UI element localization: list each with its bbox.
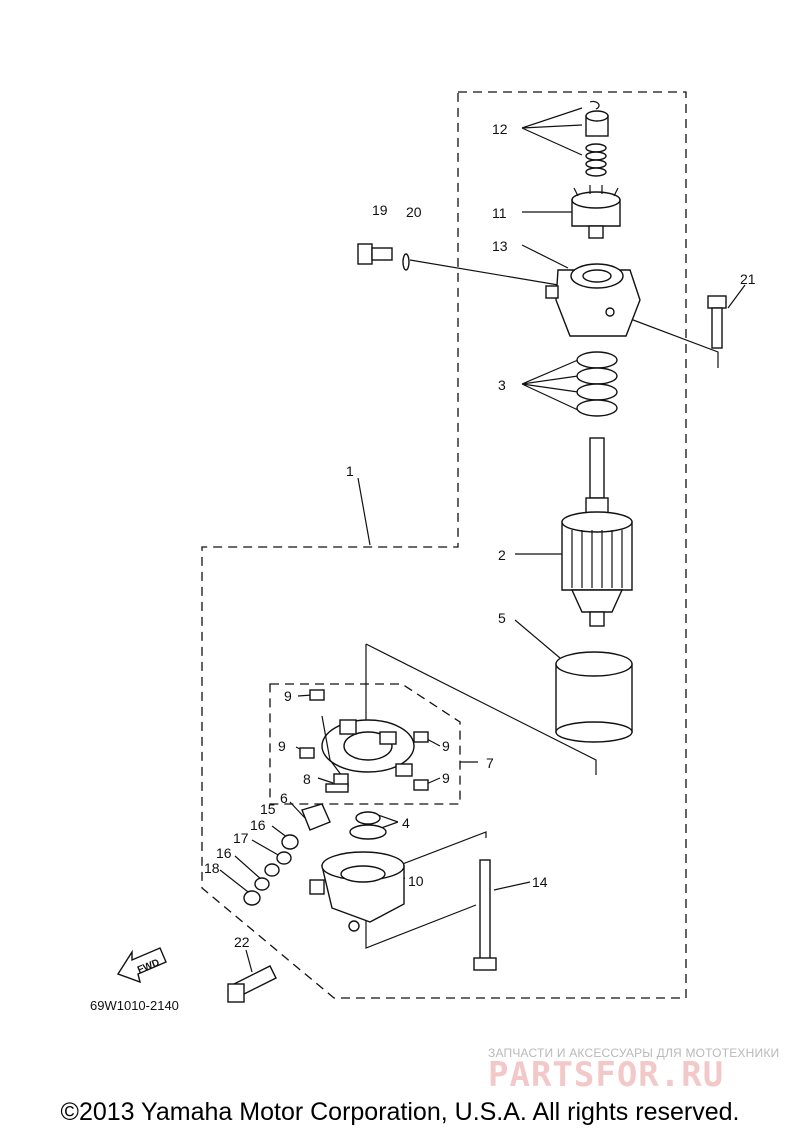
pinion-gear-11	[571, 185, 621, 239]
label-6: 6	[280, 790, 288, 806]
brush-springs-9	[299, 689, 429, 791]
label-2: 2	[498, 547, 506, 563]
label-14: 14	[532, 874, 548, 890]
washer-17	[264, 863, 280, 877]
label-13: 13	[492, 238, 508, 254]
label-9d: 9	[442, 770, 450, 786]
assembly-outline	[201, 91, 687, 999]
label-19: 19	[372, 202, 388, 218]
label-11: 11	[492, 205, 507, 221]
label-16b: 16	[216, 845, 232, 861]
label-3: 3	[498, 377, 506, 393]
copyright-notice: ©2013 Yamaha Motor Corporation, U.S.A. A…	[60, 1098, 740, 1126]
label-9b: 9	[278, 738, 286, 754]
label-18: 18	[204, 860, 220, 876]
armature-2	[561, 437, 633, 627]
washers-4	[349, 811, 387, 840]
label-20: 20	[406, 204, 422, 220]
label-12: 12	[492, 121, 508, 137]
bracket-13	[545, 263, 641, 337]
bolt-19	[357, 243, 393, 265]
nut-18	[243, 890, 261, 906]
terminal-8	[325, 773, 349, 793]
bolt-22	[227, 965, 277, 1003]
label-4: 4	[402, 815, 410, 831]
label-9c: 9	[442, 738, 450, 754]
watermark-brand: PARTSFOR.RU	[488, 1055, 724, 1095]
yoke-5	[555, 651, 633, 743]
washers-3	[576, 351, 618, 417]
spring-12	[585, 143, 607, 177]
bolt-21	[707, 295, 727, 349]
label-15: 15	[260, 801, 276, 817]
through-bolt-14	[473, 859, 497, 971]
label-1: 1	[346, 463, 354, 479]
nut-6	[301, 803, 331, 831]
leader-lines	[219, 107, 746, 973]
label-7: 7	[486, 755, 494, 771]
label-21: 21	[740, 271, 756, 287]
stopper-12	[585, 110, 609, 137]
label-9a: 9	[284, 688, 292, 704]
brush-holder-outline	[269, 683, 461, 805]
label-16a: 16	[250, 817, 266, 833]
label-5: 5	[498, 610, 506, 626]
washer-20	[402, 253, 410, 271]
label-17: 17	[233, 830, 249, 846]
washer-16a	[276, 851, 292, 865]
circlip-12	[589, 100, 600, 110]
watermark-caption: ЗАПЧАСТИ И АКСЕССУАРЫ ДЛЯ МОТОТЕХНИКИ	[488, 1046, 779, 1060]
washer-16b	[254, 877, 270, 891]
diagram-code: 69W1010-2140	[90, 998, 179, 1013]
label-10: 10	[408, 873, 424, 889]
washer-15	[281, 834, 299, 850]
label-8: 8	[303, 771, 311, 787]
label-22: 22	[234, 934, 250, 950]
fwd-arrow-icon: FWD	[116, 947, 167, 984]
end-cover-10	[309, 851, 405, 932]
brush-holder-7	[321, 715, 415, 785]
